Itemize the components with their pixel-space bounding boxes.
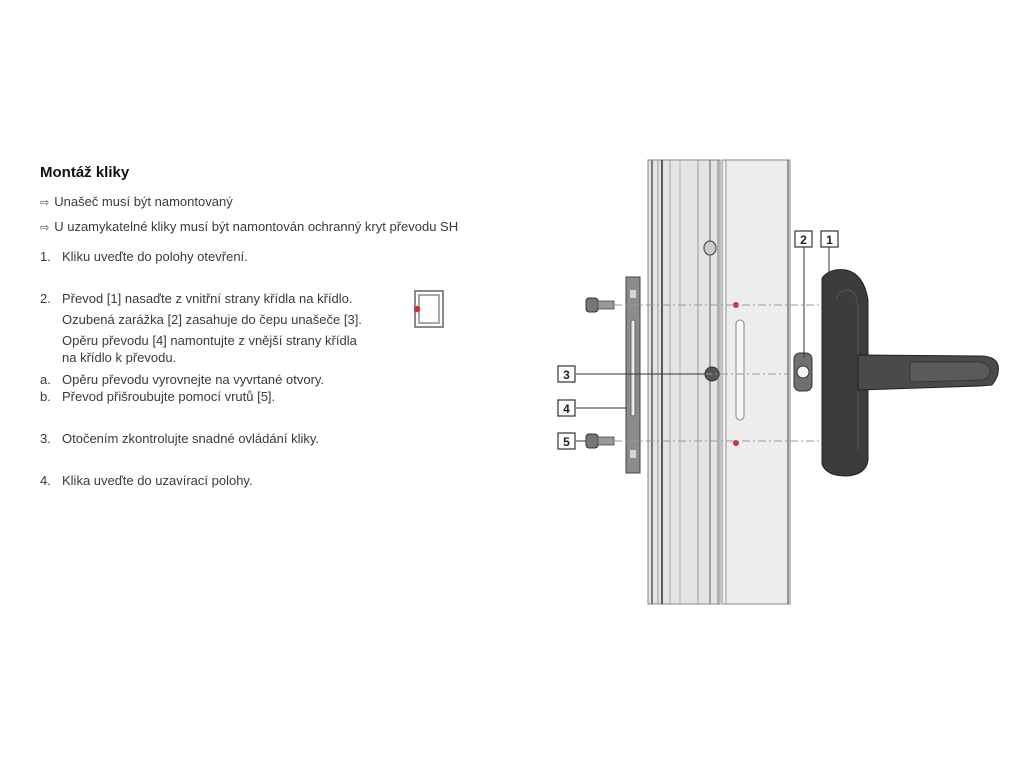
step-1: 1. Kliku uveďte do polohy otevření. (40, 248, 248, 265)
callout-5: 5 (557, 432, 576, 450)
alignment-lines (614, 304, 820, 442)
step-number: 1. (40, 249, 51, 264)
screw-top (585, 297, 615, 313)
svg-text:1: 1 (826, 233, 833, 247)
step-text: Převod přišroubujte pomocí vrutů [5]. (62, 389, 276, 404)
note-2-text: U uzamykatelné kliky musí být namontován… (54, 219, 459, 234)
callout-leaders (576, 247, 830, 442)
step-number: b. (40, 389, 51, 404)
arrow-right-icon: ⇨ (40, 222, 50, 234)
note-1: ⇨ Unašeč musí být namontovaný (40, 194, 233, 209)
step-text: Opěru převodu vyrovnejte na vyvrtané otv… (62, 372, 325, 387)
callout-3: 3 (557, 365, 576, 383)
step-text: Otočením zkontrolujte snadné ovládání kl… (62, 431, 320, 446)
step-b: b. Převod přišroubujte pomocí vrutů [5]. (40, 388, 275, 405)
step-text: Klika uveďte do uzavírací polohy. (62, 473, 253, 488)
page-title: Montáž kliky (40, 164, 130, 181)
sash-profile (703, 159, 791, 605)
svg-text:3: 3 (563, 368, 570, 382)
window-handle (821, 269, 999, 477)
step-number: 2. (40, 291, 51, 306)
step-number: a. (40, 372, 51, 387)
step-a: a. Opěru převodu vyrovnejte na vyvrtané o… (40, 371, 324, 388)
step-2-line-4: na křídlo k převodu. (62, 350, 177, 365)
frame-profile (647, 159, 721, 605)
step-text: Převod [1] nasaďte z vnitřní strany kříd… (62, 291, 353, 306)
step-2-line-3: Opěru převodu [4] namontujte z vnější st… (62, 333, 357, 348)
svg-text:2: 2 (800, 233, 807, 247)
svg-text:4: 4 (563, 402, 570, 416)
window-position-icon (413, 290, 444, 328)
callout-2: 2 (794, 230, 813, 248)
step-text: Kliku uveďte do polohy otevření. (62, 249, 248, 264)
step-number: 4. (40, 473, 51, 488)
callout-1: 1 (820, 230, 839, 248)
step-3: 3. Otočením zkontrolujte snadné ovládání … (40, 430, 319, 447)
gear-support-plate (625, 276, 641, 474)
note-1-text: Unašeč musí být namontovaný (54, 194, 233, 209)
screw-bottom (585, 433, 615, 449)
step-2: 2. Převod [1] nasaďte z vnitřní strany kř… (40, 290, 353, 307)
note-2: ⇨ U uzamykatelné kliky musí být namontová… (40, 219, 458, 234)
step-4: 4. Klika uveďte do uzavírací polohy. (40, 472, 253, 489)
callout-4: 4 (557, 399, 576, 417)
step-2-line-2: Ozubená zarážka [2] zasahuje do čepu una… (62, 312, 362, 327)
toothed-stop (793, 352, 813, 392)
step-number: 3. (40, 431, 51, 446)
svg-text:5: 5 (563, 435, 570, 449)
assembly-diagram: 2 1 3 4 5 (540, 150, 1010, 610)
arrow-right-icon: ⇨ (40, 197, 50, 209)
